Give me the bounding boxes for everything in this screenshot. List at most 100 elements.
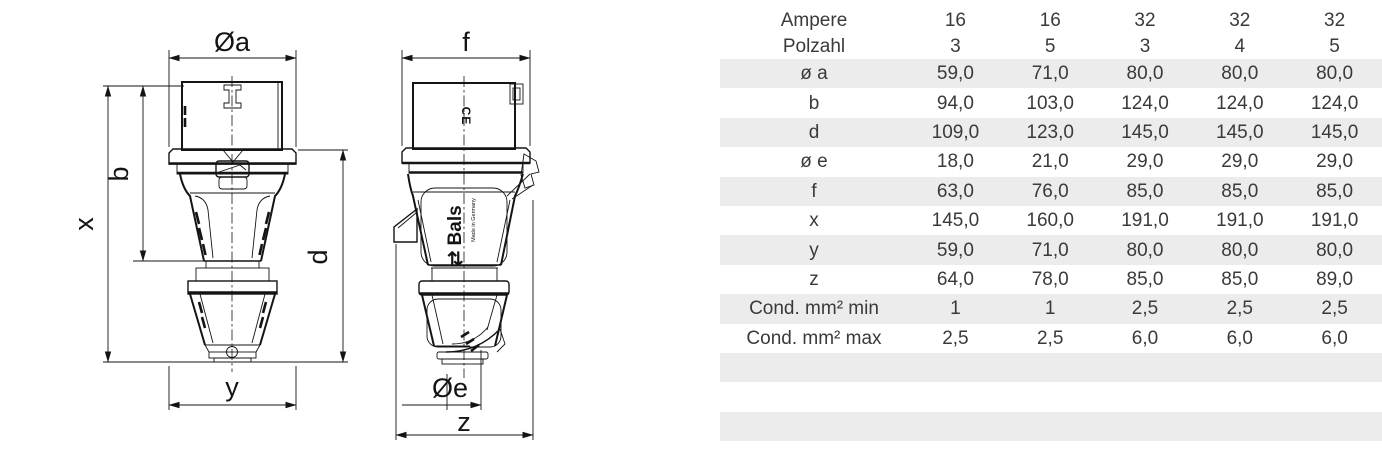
dim-label-b: b bbox=[104, 166, 134, 181]
cell-value: 89,0 bbox=[1316, 268, 1354, 290]
cell-value: 2,5 bbox=[1036, 327, 1064, 349]
cell-value: 80,0 bbox=[1126, 239, 1164, 261]
ce-mark: CE bbox=[459, 107, 473, 126]
row-label: Polzahl bbox=[782, 35, 846, 57]
cell-value: 16 bbox=[1039, 9, 1061, 31]
cell-value: 71,0 bbox=[1031, 239, 1069, 261]
cell-value: 80,0 bbox=[1126, 63, 1164, 85]
cell-value: 80,0 bbox=[1221, 239, 1259, 261]
cell-value: 76,0 bbox=[1031, 180, 1069, 202]
cell-value: 85,0 bbox=[1221, 180, 1259, 202]
cell-value: 4 bbox=[1234, 35, 1246, 57]
dim-label-d: d bbox=[303, 249, 333, 264]
cell-value: 6,0 bbox=[1131, 327, 1159, 349]
data-row bbox=[720, 382, 1382, 411]
cell-value: 5 bbox=[1329, 35, 1340, 57]
header-row: Polzahl 3 5 3 4 5 bbox=[720, 33, 1382, 59]
dim-label-f: f bbox=[462, 27, 470, 57]
cell-value: 80,0 bbox=[1316, 63, 1354, 85]
data-row: ø a 59,0 71,0 80,0 80,0 80,0 bbox=[720, 59, 1382, 89]
cell-value: 18,0 bbox=[936, 151, 974, 173]
header-row: Ampere 16 16 32 32 32 bbox=[720, 7, 1382, 33]
cell-value: 145,0 bbox=[1121, 121, 1169, 143]
row-label: ø e bbox=[800, 151, 828, 173]
row-label: Cond. mm² max bbox=[746, 327, 882, 349]
row-label: z bbox=[809, 268, 819, 290]
cell-value: 16 bbox=[944, 9, 966, 31]
data-row: x 145,0 160,0 191,0 191,0 191,0 bbox=[720, 206, 1382, 235]
cell-value: 3 bbox=[1139, 35, 1151, 57]
technical-drawing: Øa b x d y CE bbox=[69, 27, 540, 440]
cell-value: 29,0 bbox=[1316, 151, 1354, 173]
row-label: Ampere bbox=[780, 9, 848, 31]
cell-value: 103,0 bbox=[1026, 92, 1074, 114]
cell-value: 85,0 bbox=[1126, 180, 1164, 202]
cell-value: 145,0 bbox=[931, 210, 980, 232]
cell-value: 85,0 bbox=[1126, 268, 1164, 290]
plug-side-view: CE ⇄ Bals Made in Germany bbox=[393, 27, 540, 440]
cell-value: 1 bbox=[950, 298, 961, 320]
cell-value: 85,0 bbox=[1221, 268, 1259, 290]
data-row: d 109,0 123,0 145,0 145,0 145,0 bbox=[720, 117, 1382, 148]
dim-label-a: Øa bbox=[214, 27, 251, 57]
data-row: ø e 18,0 21,0 29,0 29,0 29,0 bbox=[720, 147, 1382, 176]
data-row: z 64,0 78,0 85,0 85,0 89,0 bbox=[720, 265, 1382, 294]
data-row bbox=[720, 352, 1382, 383]
cell-value: 6,0 bbox=[1226, 327, 1253, 349]
row-label: b bbox=[808, 92, 820, 114]
cell-value: 124,0 bbox=[1310, 92, 1359, 114]
cell-value: 123,0 bbox=[1026, 121, 1074, 143]
cell-value: 1 bbox=[1044, 298, 1056, 320]
cell-value: 160,0 bbox=[1026, 210, 1074, 232]
cell-value: 32 bbox=[1324, 9, 1346, 31]
cell-value: 6,0 bbox=[1321, 327, 1348, 349]
plug-front-view: Øa b x d y bbox=[69, 27, 348, 410]
dim-label-z: z bbox=[457, 407, 471, 437]
cell-value: 145,0 bbox=[1310, 121, 1359, 143]
cell-value: 109,0 bbox=[931, 121, 980, 143]
data-row: y 59,0 71,0 80,0 80,0 80,0 bbox=[720, 235, 1382, 265]
bals-logo: ⇄ Bals bbox=[445, 205, 466, 266]
cell-value: 94,0 bbox=[936, 92, 974, 114]
row-label: f bbox=[811, 180, 817, 202]
dim-label-y: y bbox=[225, 372, 239, 402]
cell-value: 29,0 bbox=[1126, 151, 1164, 173]
cell-value: 191,0 bbox=[1121, 210, 1169, 232]
cell-value: 2,5 bbox=[1131, 298, 1159, 320]
cell-value: 3 bbox=[950, 35, 961, 57]
cell-value: 2,5 bbox=[1226, 298, 1253, 320]
cell-value: 80,0 bbox=[1221, 63, 1259, 85]
cell-value: 71,0 bbox=[1031, 63, 1069, 85]
cell-value: 64,0 bbox=[936, 268, 974, 290]
data-row: Cond. mm² max 2,5 2,5 6,0 6,0 6,0 bbox=[720, 324, 1382, 353]
cell-value: 2,5 bbox=[1321, 298, 1348, 320]
row-label: d bbox=[808, 121, 820, 143]
cell-value: 59,0 bbox=[936, 63, 974, 85]
cell-value: 124,0 bbox=[1121, 92, 1169, 114]
cell-value: 32 bbox=[1229, 9, 1251, 31]
cell-value: 145,0 bbox=[1216, 121, 1264, 143]
cell-value: 191,0 bbox=[1216, 210, 1264, 232]
cell-value: 80,0 bbox=[1316, 239, 1354, 261]
cell-value: 21,0 bbox=[1031, 151, 1069, 173]
cell-value: 85,0 bbox=[1316, 180, 1354, 202]
cell-value: 78,0 bbox=[1031, 268, 1069, 290]
cell-value: 191,0 bbox=[1310, 210, 1359, 232]
data-row bbox=[720, 411, 1382, 442]
cell-value: 29,0 bbox=[1221, 151, 1259, 173]
cell-value: 2,5 bbox=[942, 327, 969, 349]
row-label: y bbox=[809, 239, 819, 261]
dim-label-e: Øe bbox=[432, 373, 468, 403]
made-in-germany-label: Made in Germany bbox=[471, 198, 477, 242]
row-label: ø a bbox=[800, 63, 828, 85]
cell-value: 32 bbox=[1134, 9, 1156, 31]
cell-value: 59,0 bbox=[936, 239, 974, 261]
cell-value: 5 bbox=[1044, 35, 1056, 57]
row-label: x bbox=[809, 210, 819, 232]
dim-label-x: x bbox=[69, 217, 99, 231]
